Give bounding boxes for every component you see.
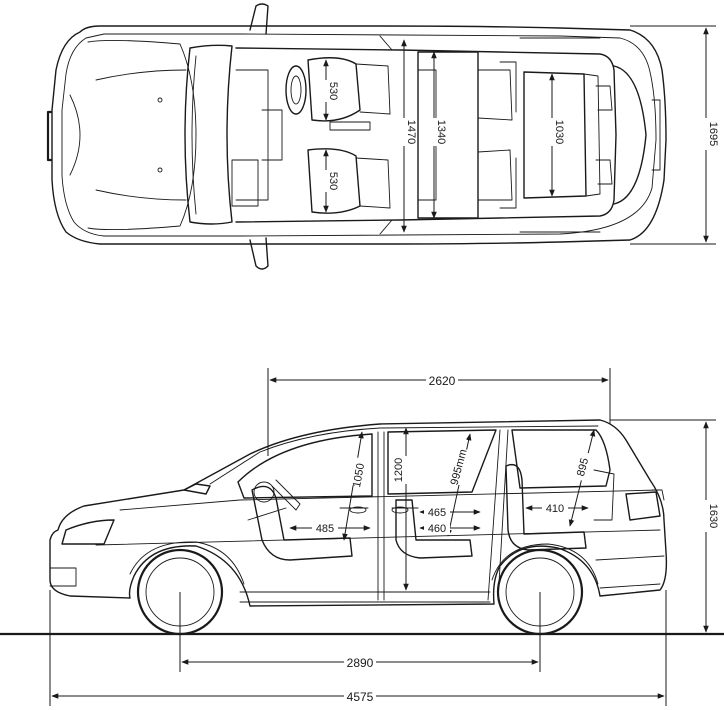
dim-headroom-center-label: 1200 — [393, 458, 405, 482]
side-view-dimensions: 2620 1050 1200 995mm 895 485 465 460 410 — [49, 368, 719, 706]
dim-width-front-label: 1470 — [405, 120, 417, 144]
dim-width-rear-label: 1030 — [553, 120, 565, 144]
dim-wheelbase-label: 2890 — [347, 656, 374, 670]
dim-seat-rear-label: 530 — [327, 172, 339, 190]
dim-legroom-front-label: 485 — [316, 523, 334, 535]
dim-legroom-mid-upper-label: 465 — [428, 507, 446, 519]
dim-width-mid-label: 1340 — [435, 120, 447, 144]
dim-overall-length-label: 4575 — [347, 690, 374, 704]
dim-legroom-mid-lower-label: 460 — [428, 523, 446, 535]
dim-cabin-length-label: 2620 — [429, 374, 456, 388]
top-view-car — [46, 3, 667, 270]
side-view-car — [0, 419, 724, 636]
dim-seat-front-label: 530 — [327, 82, 339, 100]
dim-headroom-front-label: 1050 — [351, 462, 367, 488]
dim-overall-width-label: 1695 — [707, 122, 719, 146]
dim-legroom-rear-label: 410 — [546, 503, 564, 515]
dim-headroom-rear-label: 895 — [575, 457, 591, 478]
top-view-dimensions: 530 530 1470 1340 1030 1695 — [319, 25, 719, 245]
dim-overall-height-label: 1630 — [707, 504, 719, 528]
